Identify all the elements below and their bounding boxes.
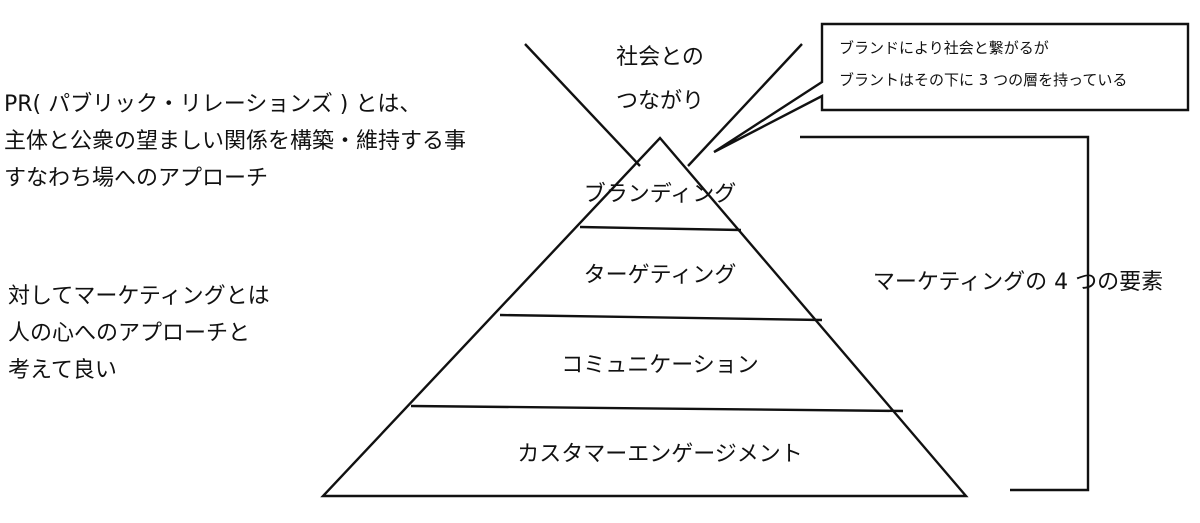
social-connection-label: 社会との [616,45,704,70]
pr-description: PR( パブリック・リレーションズ ) とは、 主体と公衆の望ましい関係を構築・… [4,86,466,197]
layer-divider [410,404,904,413]
callout-text: ブラントはその下に 3 つの層を持っている [839,71,1127,89]
pyramid-layer-targeting: ターゲティング [584,263,737,288]
marketing-description-line: 人の心へのアプローチと [8,321,251,346]
marketing-bracket [800,135,1090,492]
pr-description-line: すなわち場へのアプローチ [4,166,269,191]
pyramid-layer-branding: ブランディング [584,182,736,207]
pyramid-layer-communication: コミュニケーション [561,353,759,378]
marketing-description-line: 考えて良い [8,358,117,383]
layer-divider [579,225,742,232]
social-connection-label: つながり [616,89,704,114]
marketing-elements-label: マーケティングの 4 つの要素 [873,270,1163,295]
callout-box [713,22,1190,154]
connection-line-right [687,43,803,167]
pr-description-line: 主体と公衆の望ましい関係を構築・維持する事 [4,129,467,154]
connection-line-left [524,43,641,167]
pr-description-line: PR( パブリック・リレーションズ ) とは、 [4,92,422,117]
pyramid-outline [320,136,969,498]
layer-divider [499,313,823,322]
pyramid-layer-customer-engagement: カスタマーエンゲージメント [517,442,803,467]
marketing-description-line: 対してマーケティングとは [8,284,270,309]
marketing-description: 対してマーケティングとは 人の心へのアプローチと 考えて良い [8,278,270,389]
callout-text: ブランドにより社会と繋がるが [839,39,1049,57]
